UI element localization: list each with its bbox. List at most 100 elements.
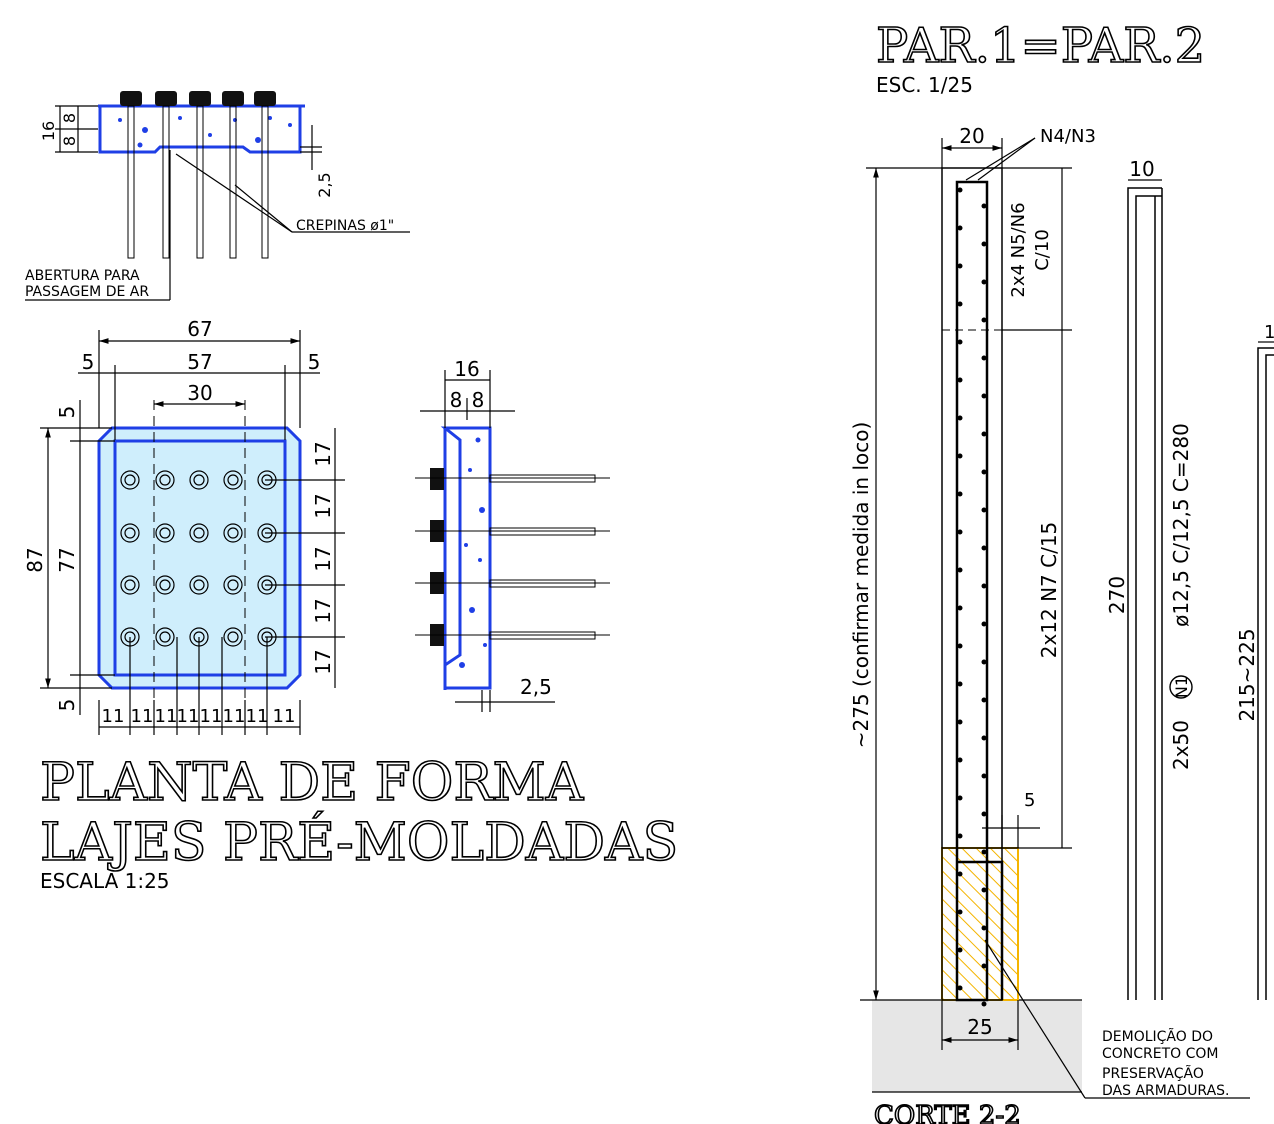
plan-dim-bottom-edge: 5 [55,699,79,712]
plan-centerlines [153,400,246,700]
rebar-dot [957,187,963,193]
nozzle-circle [223,470,243,490]
plan-dim-width-total: 67 [187,317,212,341]
rebar-n1-detail: 10 270 2x50 N1 ø12,5 C/12,5 C=280 [1105,157,1193,1000]
plan-dim-edge-left: 5 [82,350,95,374]
col-spacing-label: 11 [177,706,200,727]
col-spacing-label: 11 [102,706,125,727]
slab-section-dims [25,105,410,301]
nozzle-circle [189,523,209,543]
title-line-1: PLANTA DE FORMA [40,753,585,813]
side-dims [420,370,555,712]
column-total-height: ~275 (confirmar medida in loco) [849,422,873,749]
n1-mark: N1 [1172,676,1191,698]
rebar-dot [981,1001,987,1007]
nozzle-circle [155,470,175,490]
plan-dim-width-inner: 57 [187,350,212,374]
stirrup-top-spacing: C/10 [1032,229,1053,271]
rebar-dot [957,567,963,573]
plan-left-dims [40,400,115,715]
rebar-dot [957,453,963,459]
rebar-dot [957,795,963,801]
rebar-dot [957,909,963,915]
column-title: PAR.1=PAR.2 [876,18,1205,74]
rebar-dot [957,301,963,307]
column-dim-cover: 5 [1024,790,1035,811]
slab-dim-bottom: 8 [60,136,79,146]
rebar-dot [981,545,987,551]
rebar-dot [981,393,987,399]
rebar-dot [981,203,987,209]
rebar-dot [957,985,963,991]
rebar-dot [957,719,963,725]
air-opening-label-1: ABERTURA PARA [25,268,140,284]
rebar-dot [981,469,987,475]
nozzle-circle [223,575,243,595]
rebar-dot [957,263,963,269]
rebar-dot [981,773,987,779]
rebar-dot [957,377,963,383]
nozzle-circle [120,470,140,490]
crepinas-label: CREPINAS ø1" [296,218,394,234]
row-spacing-label: 17 [311,649,335,674]
column-dims [866,137,1250,1099]
rebar-right-detail: 1 215~225 [1235,322,1274,1000]
rebar-dot [957,491,963,497]
nozzle-circle [155,523,175,543]
right-hook-length: 1 [1264,322,1274,343]
rebar-dot [957,833,963,839]
slab-dim-gap: 2,5 [315,172,334,197]
n1-qty: 2x50 [1169,720,1193,770]
slab-dim-top: 8 [60,113,79,123]
rebar-dot [981,355,987,361]
rebar-dot [981,849,987,855]
column-rebar-dots [957,187,987,1007]
row-spacing-label: 17 [311,546,335,571]
slab-dim-total: 16 [39,121,58,141]
demolition-zone [941,847,1019,1001]
demolition-note-3: PRESERVAÇÃO [1102,1065,1204,1082]
column-detail: PAR.1=PAR.2 ESC. 1/25 [849,17,1250,1124]
slab-concrete-speckle [118,116,292,148]
rebar-dot [981,925,987,931]
col-spacing-label: 11 [131,706,154,727]
side-section-outline [440,426,492,690]
slab-side-section: 16 8 8 2,5 [415,357,610,712]
title-block: PLANTA DE FORMA LAJES PRÉ-MOLDADAS ESCAL… [39,752,679,893]
plan-dim-edge-right: 5 [308,350,321,374]
rebar-dot [981,735,987,741]
plan-dim-top-edge: 5 [55,406,79,419]
plan-nozzle-grid [120,470,277,647]
stirrup-top-label: 2x4 N5/N6 [1008,202,1029,297]
col-spacing-label: 11 [223,706,246,727]
nozzle-circle [189,575,209,595]
row-spacing-label: 17 [311,493,335,518]
plan-top-dims [78,330,320,440]
n1-mark-circle [1169,675,1193,699]
column-dim-width: 20 [959,124,984,148]
demolition-note-2: CONCRETO COM [1102,1046,1219,1062]
column-scale: ESC. 1/25 [876,73,973,97]
ground-block [872,1000,1082,1092]
bar-top-label: N4/N3 [1040,126,1096,147]
demolition-note-4: DAS ARMADURAS. [1102,1083,1230,1099]
col-spacing-label: 11 [155,706,178,727]
plan-dim-height-total: 87 [23,547,47,572]
demolition-note-1: DEMOLIÇÃO DO [1102,1028,1213,1045]
rebar-dot [981,279,987,285]
base-stirrup [957,860,1004,1000]
plan-bottom-dims [98,637,301,735]
nozzle-circle [189,470,209,490]
rebar-dot [957,947,963,953]
rebar-dot [957,643,963,649]
n1-hook-length: 10 [1129,157,1154,181]
side-nozzles [415,468,610,646]
nozzle-circle [155,575,175,595]
title-line-2: LAJES PRÉ-MOLDADAS [40,811,678,873]
rebar-dot [981,583,987,589]
nozzle-caps [120,91,276,106]
row-spacing-label: 17 [311,441,335,466]
